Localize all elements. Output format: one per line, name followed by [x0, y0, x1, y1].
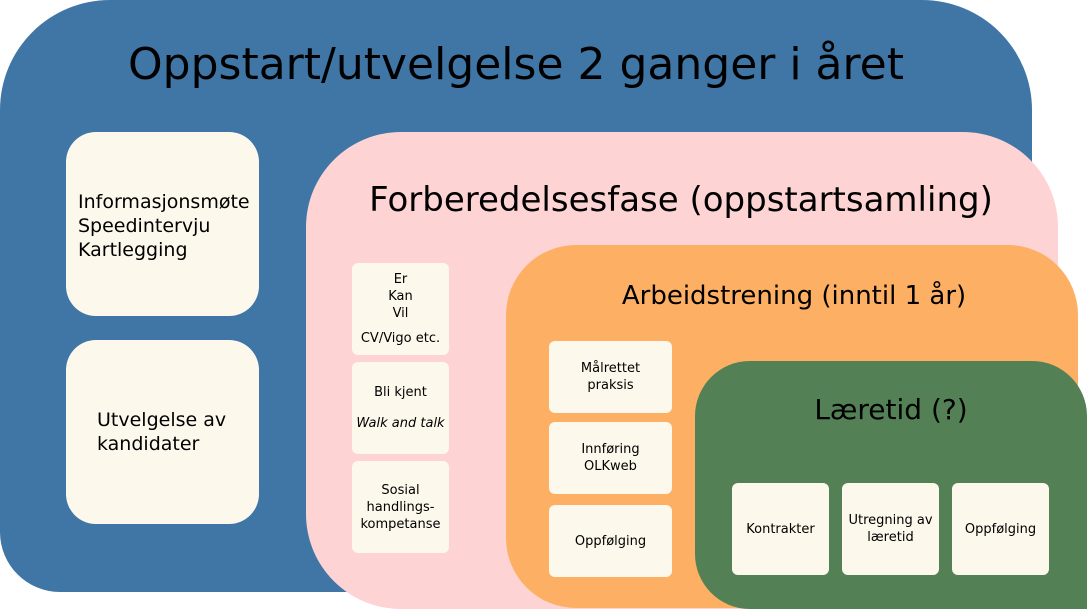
training-card-3-line-1: Oppfølging	[574, 533, 647, 549]
apprentice-card-3: Oppfølging	[952, 483, 1049, 575]
prep-card-1-line-5: CV/Vigo etc.	[360, 331, 441, 346]
prep-card-3-line-1: Sosial	[381, 482, 420, 498]
training-card-2-line-1: Innføring	[581, 442, 640, 457]
training-card-1: Målrettet praksis	[549, 341, 672, 413]
selection-line-2: kandidater	[97, 433, 200, 455]
outer-title: Oppstart/utvelgelse 2 ganger i året	[128, 39, 904, 90]
prep-card-1-line-3: Vil	[392, 306, 409, 321]
training-card-2: Innføring OLKweb	[549, 422, 672, 494]
prep-card-1: Er Kan Vil CV/Vigo etc.	[352, 263, 449, 355]
prep-card-3-line-3: kompetanse	[360, 516, 441, 532]
apprentice-title: Læretid (?)	[814, 393, 968, 426]
training-card-1-line-1: Målrettet	[580, 361, 641, 376]
apprentice-card-1-line-1: Kontrakter	[746, 521, 815, 537]
info-line-3: Kartlegging	[78, 239, 188, 261]
info-card: Informasjonsmøte Speedintervju Kartleggi…	[66, 132, 259, 316]
apprentice-card-1: Kontrakter	[732, 483, 829, 575]
info-line-2: Speedintervju	[78, 215, 211, 237]
training-card-1-line-2: praksis	[587, 378, 634, 393]
apprentice-card-3-line-1: Oppfølging	[964, 521, 1037, 537]
prep-card-1-line-2: Kan	[388, 289, 413, 304]
prep-card-3-line-2: handlings-	[366, 499, 435, 515]
training-card-2-line-2: OLKweb	[584, 459, 637, 474]
selection-line-1: Utvelgelse av	[97, 409, 227, 431]
prep-card-1-line-1: Er	[393, 272, 408, 287]
training-title: Arbeidstrening (inntil 1 år)	[621, 281, 967, 311]
prep-card-3: Sosial handlings- kompetanse	[352, 461, 449, 553]
selection-card: Utvelgelse av kandidater	[66, 340, 259, 524]
info-line-1: Informasjonsmøte	[78, 191, 250, 213]
prep-card-2-title: Bli kjent	[374, 385, 427, 400]
apprentice-card-2-line-2: læretid	[867, 530, 914, 545]
prep-card-2: Bli kjent Walk and talk	[352, 362, 449, 454]
training-card-3: Oppfølging	[549, 505, 672, 577]
apprentice-card-2-line-1: Utregning av	[848, 513, 933, 528]
prep-title: Forberedelsesfase (oppstartsamling)	[369, 180, 993, 220]
apprentice-card-2: Utregning av læretid	[842, 483, 939, 575]
prep-card-2-sub: Walk and talk	[356, 416, 445, 431]
